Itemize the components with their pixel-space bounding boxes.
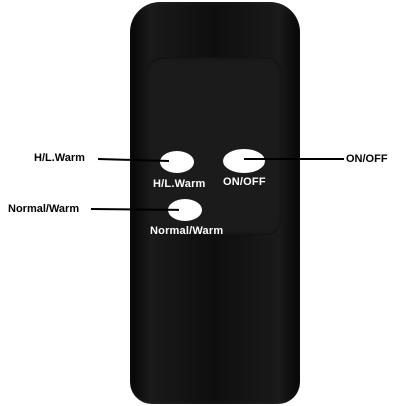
on-off-button-label: ON/OFF xyxy=(223,176,266,188)
hl-warm-button[interactable] xyxy=(160,151,194,173)
normal-warm-button[interactable] xyxy=(168,199,202,221)
normal-warm-button-label: Normal/Warm xyxy=(150,225,224,237)
normal-warm-callout-label: Normal/Warm xyxy=(8,203,80,215)
on-off-leader-line xyxy=(244,158,344,160)
on-off-button[interactable] xyxy=(223,149,265,173)
hl-warm-callout-label: H/L.Warm xyxy=(34,152,85,164)
hl-warm-button-label: H/L.Warm xyxy=(153,178,206,190)
on-off-callout-label: ON/OFF xyxy=(346,153,388,165)
